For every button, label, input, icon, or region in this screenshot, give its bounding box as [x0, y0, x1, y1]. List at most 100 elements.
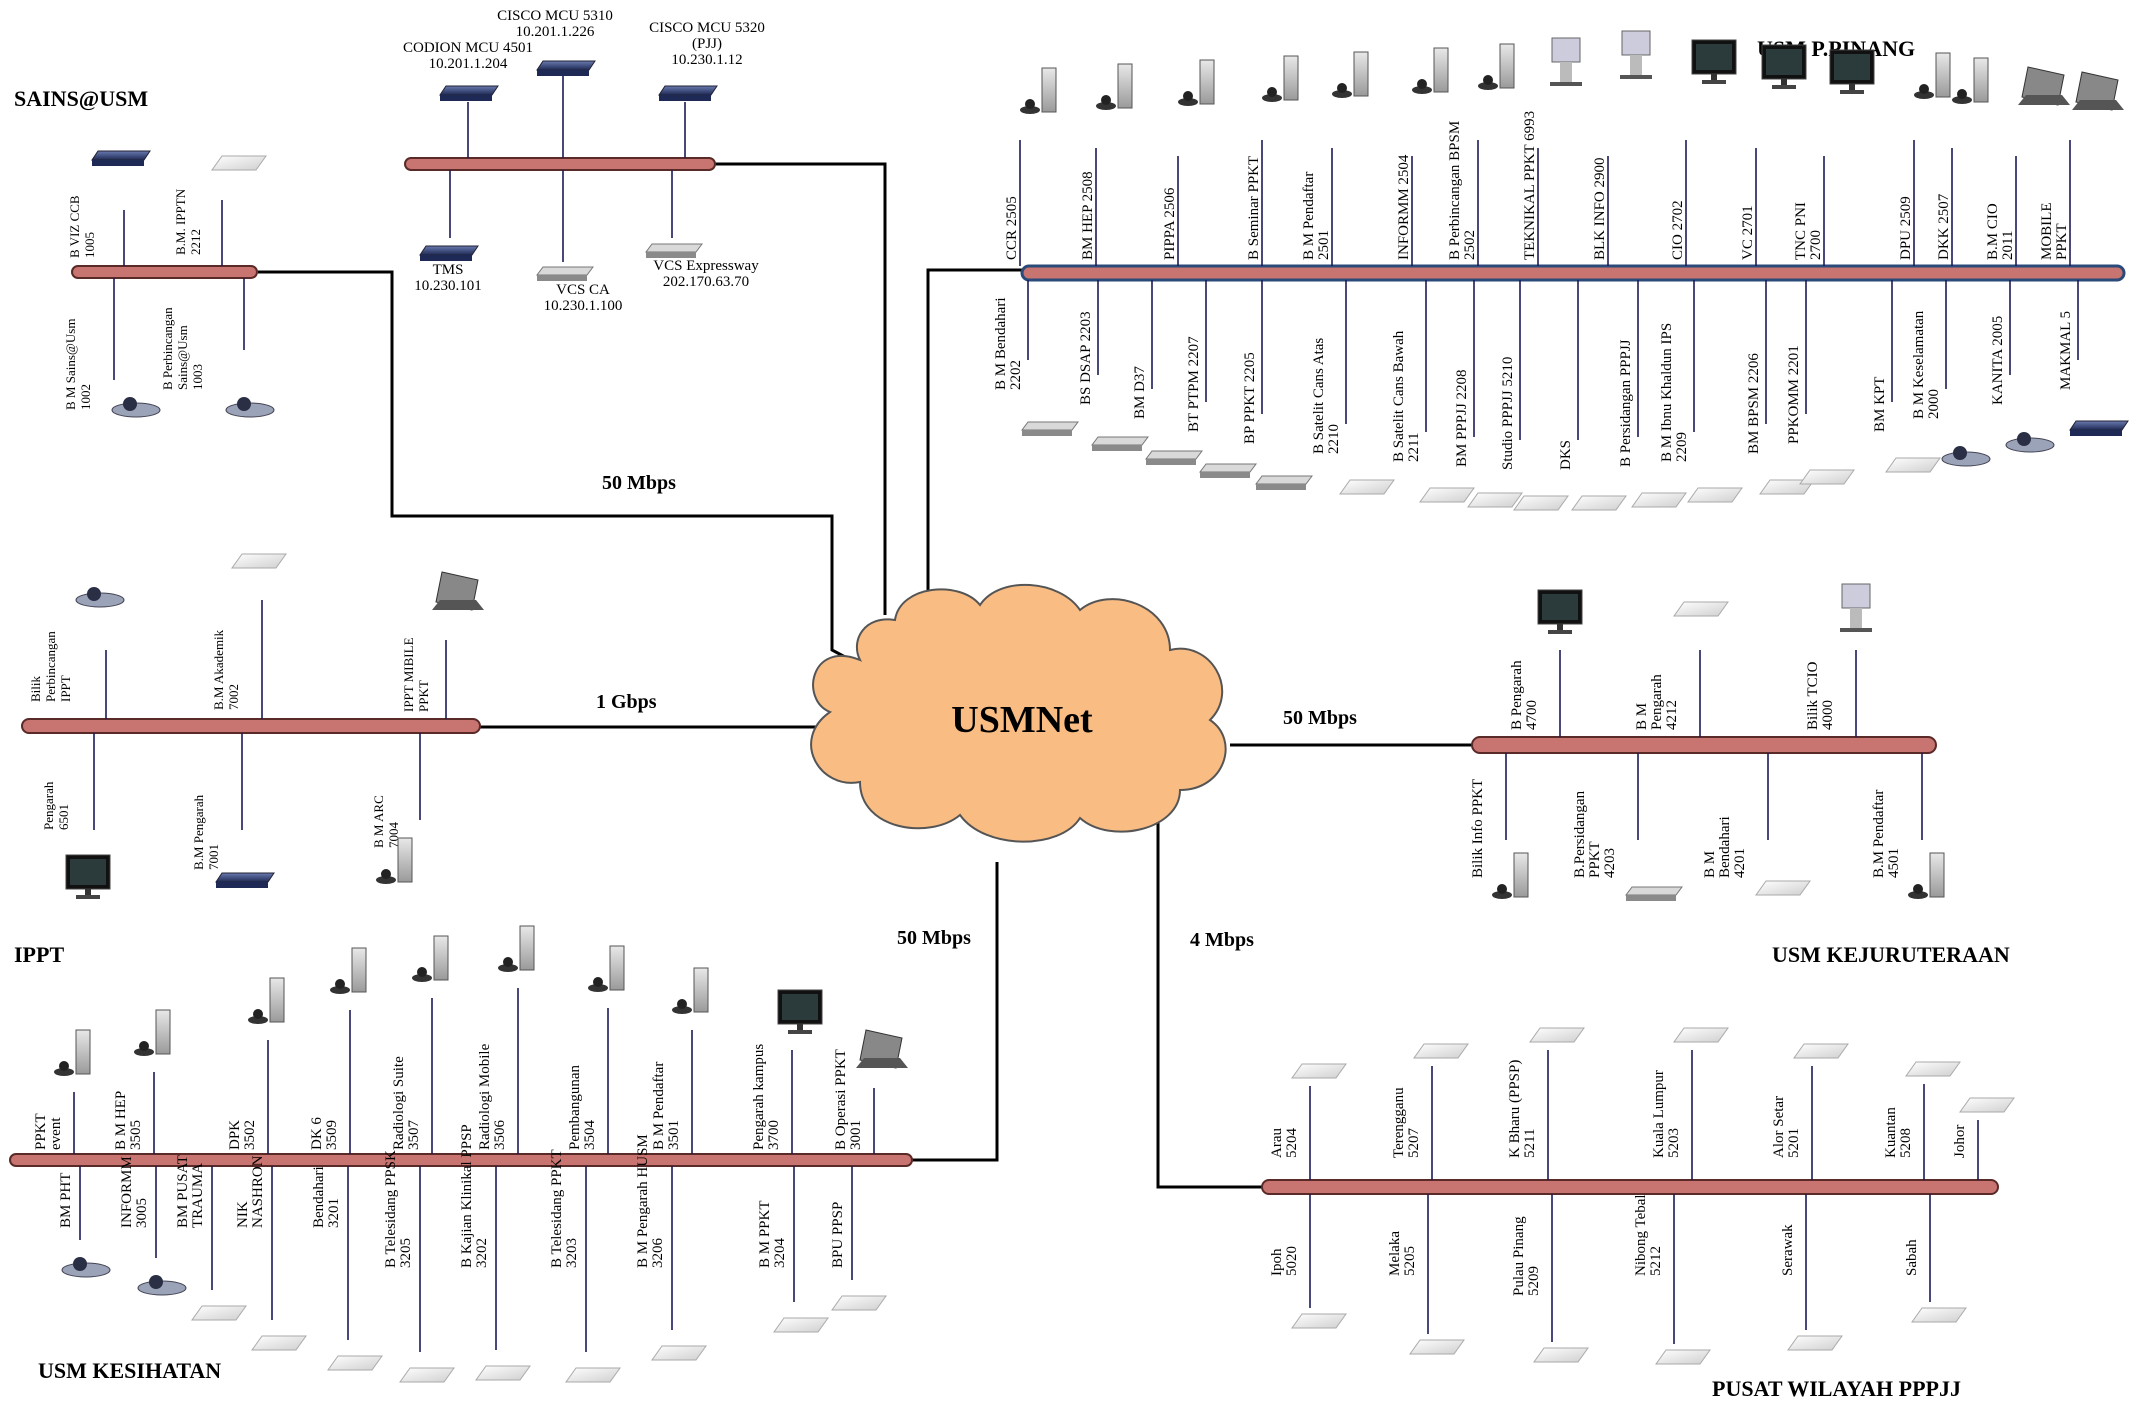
kesihatan-device-icon [831, 1295, 887, 1311]
node-label-line: B Telesidang PPKT [549, 1149, 565, 1268]
node-label-line: MAKMAL 5 [2058, 311, 2074, 390]
codec-icon [1291, 1313, 1347, 1329]
node-label-line: KANITA 2005 [1990, 316, 2006, 405]
node-label-line: Pengarah [1649, 674, 1665, 730]
codec-icon [1529, 1027, 1585, 1043]
pinang-device-icon [1255, 475, 1313, 490]
core-label: (PJJ) [692, 36, 722, 52]
node-label-line: 3501 [666, 1120, 682, 1150]
node-label-line: 3001 [848, 1120, 864, 1150]
node-label-line: B Telesidang PPSK [383, 1150, 399, 1268]
kejuruteraan-device-icon [1673, 601, 1729, 617]
pinang-bottom-label: BP PPKT 2205 [1242, 352, 1258, 444]
node-label-line: B M ARC [371, 795, 386, 848]
pinang-device-icon [1631, 492, 1687, 508]
videophone-icon [1478, 43, 1515, 90]
node-label-line: B.M Akademik [211, 629, 226, 710]
node-label-line: Bilik TCIO [1805, 661, 1821, 730]
core-label: 10.230.1.100 [544, 298, 623, 314]
speed-labels: 50 Mbps 1 Gbps 50 Mbps 50 Mbps 4 Mbps [596, 472, 1357, 951]
node-label-line: B M Pendaftar [1301, 172, 1317, 260]
pinang-bottom-label: BM PPPJJ 2208 [1454, 369, 1470, 467]
kesihatan-device-icon [565, 1367, 621, 1383]
pinang-device-icon [1199, 463, 1257, 478]
pinang-device-icon [1021, 421, 1079, 436]
kesihatan-device-icon [327, 1355, 383, 1371]
kesihatan-device-icon [588, 945, 625, 992]
videophone-icon [2018, 66, 2070, 106]
kesihatan-device-icon [54, 1029, 91, 1076]
codec-icon [1533, 1347, 1589, 1363]
node-label-line: 3206 [650, 1238, 666, 1269]
node-label-line: Ipoh [1269, 1248, 1285, 1276]
codec-icon [1787, 1335, 1843, 1351]
kesihatan-device-icon [498, 925, 535, 972]
codec-icon [215, 872, 275, 888]
node-label-line: CIO 2702 [1670, 200, 1686, 260]
node-label-line: DK 6 [309, 1117, 325, 1150]
kesihatan-device-icon [777, 989, 823, 1034]
kesihatan-device-icon [773, 1317, 829, 1333]
codec-icon [1911, 1307, 1967, 1323]
node-label-line: PPKT [2054, 223, 2070, 260]
node-label-line: B Persidangan PPPJJ [1618, 339, 1634, 467]
node-label-line: 4501 [1886, 848, 1902, 878]
pinang-device-icon [1145, 450, 1203, 465]
site-ippt-title: IPPT [14, 942, 64, 967]
core-label: VCS Expressway [653, 258, 759, 274]
node-label-line: Pengarah [41, 781, 56, 830]
core-label: CISCO MCU 5310 [497, 8, 613, 24]
vcs-ca-icon [536, 266, 594, 281]
codec-icon [1291, 1063, 1347, 1079]
node-label-line: Pengarah kampus [751, 1044, 767, 1150]
pinang-bottom-label: KANITA 2005 [1990, 316, 2006, 405]
wilayah-bottom-label: Serawak [1780, 1224, 1796, 1276]
kesihatan-device-icon [137, 1275, 187, 1296]
site-kejuruteraan-title: USM KEJURUTERAAN [1772, 942, 2010, 967]
node-label-line: BLK INFO 2900 [1592, 157, 1608, 260]
node-label-line: 2011 [2000, 231, 2016, 260]
node-label-line: PPKT [33, 1113, 49, 1150]
tower-icon [376, 837, 413, 884]
kejuruteraan-node-label: Bilik Info PPKT [1470, 779, 1486, 878]
kejuruteraan-device-icon [1755, 880, 1811, 896]
speed-label: 50 Mbps [602, 472, 676, 494]
speed-label: 50 Mbps [897, 927, 971, 949]
videophone-icon [1412, 47, 1449, 94]
camera-icon [111, 397, 161, 418]
ippt-bus [21, 718, 481, 734]
node-label-line: 5020 [1284, 1246, 1300, 1276]
node-label-line: 2501 [1316, 230, 1332, 260]
kejuruteraan-device-icon [1625, 886, 1683, 901]
videophone-icon [1096, 63, 1133, 110]
node-label-line: B Satelit Cans Atas [1311, 338, 1327, 454]
codec-icon [231, 553, 287, 569]
pinang-top-label: CCR 2505 [1004, 196, 1020, 260]
kejuruteraan-device-icon [1492, 852, 1529, 899]
pinang-device-icon [1941, 446, 1991, 467]
core-bus [404, 157, 716, 171]
node-label-line: 5209 [1526, 1266, 1542, 1296]
pinang-bottom-label: B Persidangan PPPJJ [1618, 339, 1634, 467]
node-label-line: B M HEP [113, 1091, 129, 1150]
node-label-line: 2212 [188, 229, 203, 255]
node-label-line: BM HEP 2508 [1080, 171, 1096, 260]
node-label-line: 4203 [1602, 848, 1618, 878]
node-label-line: 5207 [1406, 1128, 1422, 1159]
